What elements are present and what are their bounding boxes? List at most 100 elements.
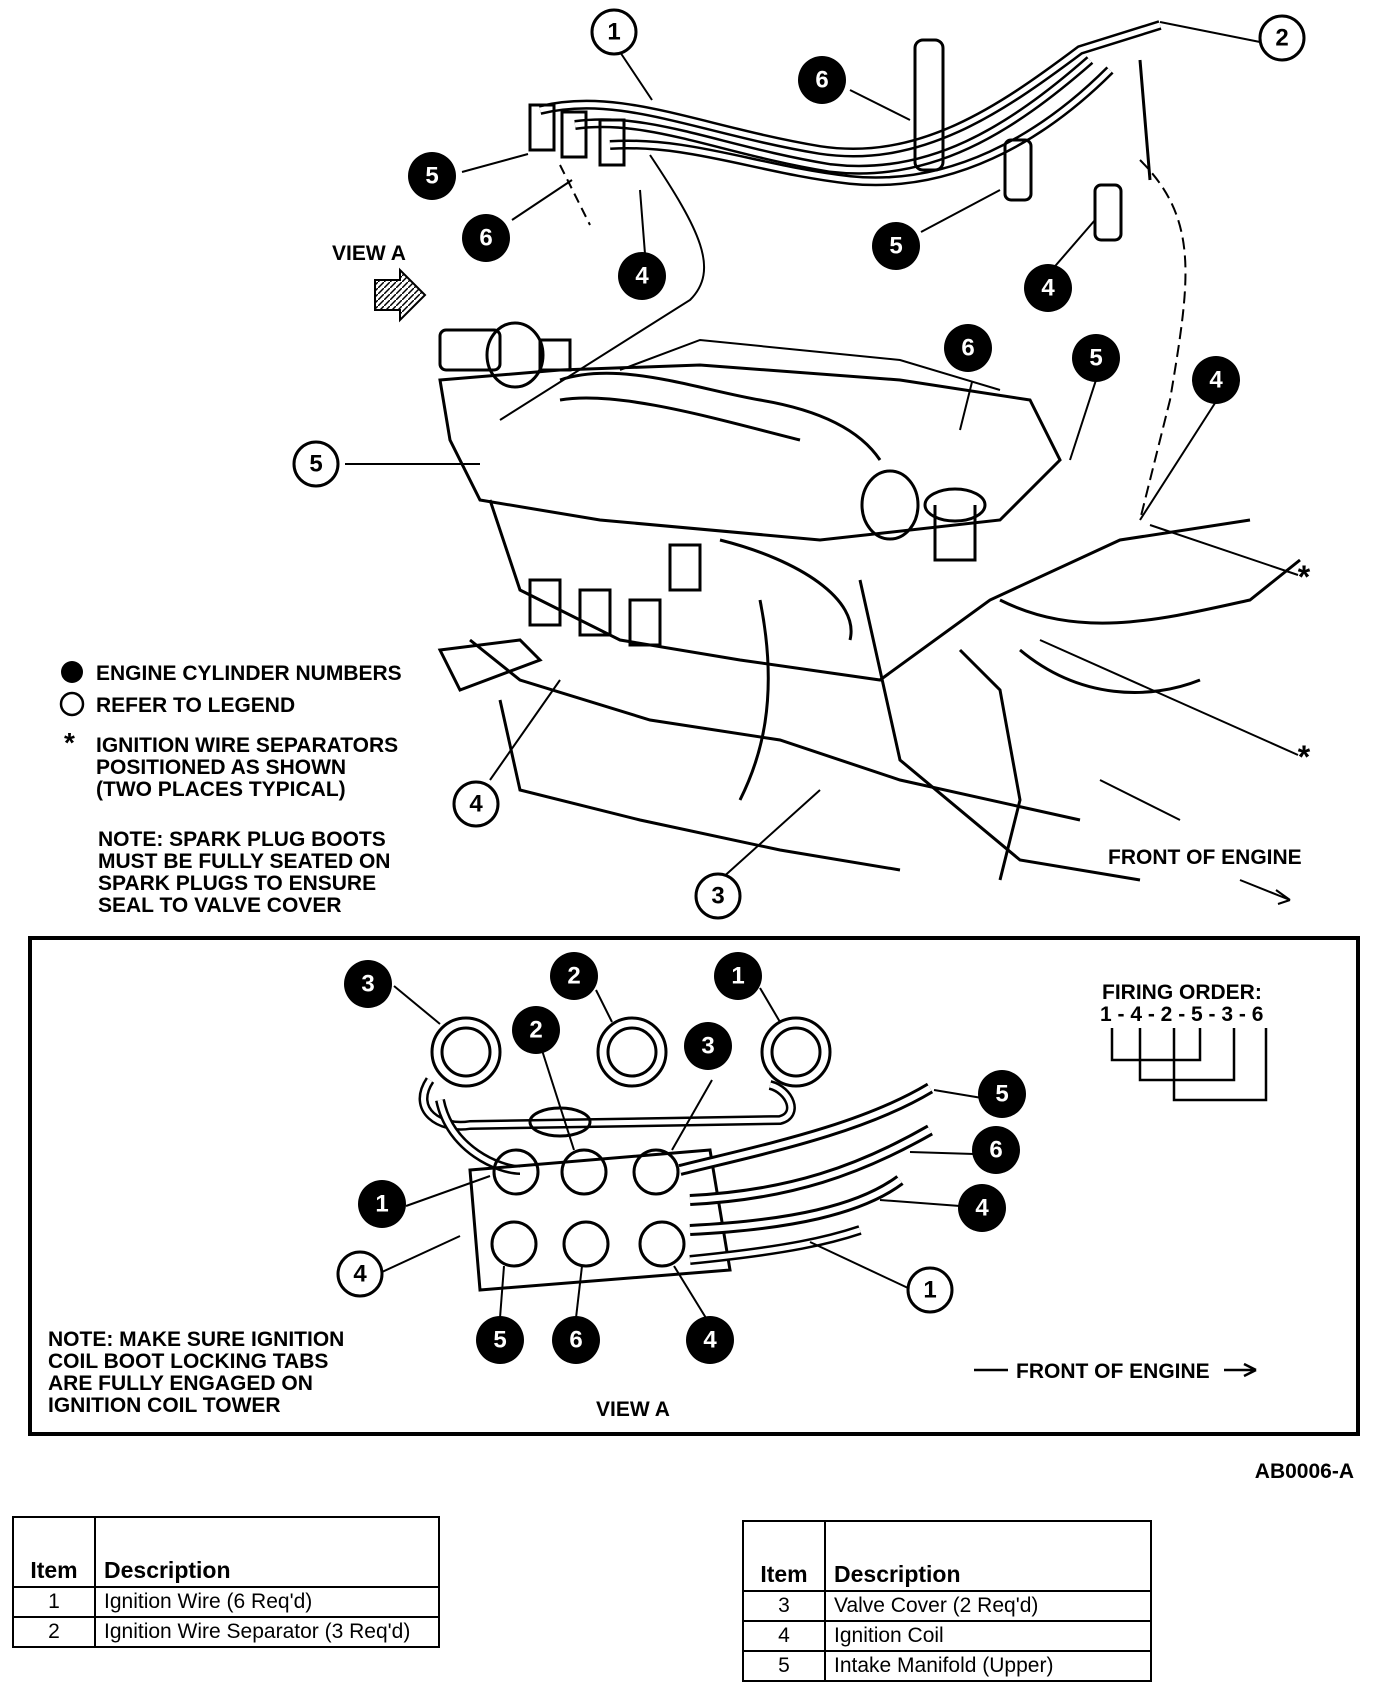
inset-front-of-engine-label: FRONT OF ENGINE [1016, 1360, 1210, 1383]
table-cell-description: Ignition Coil [824, 1620, 1152, 1652]
table-row: 4 Ignition Coil [742, 1620, 1152, 1652]
svg-text:2: 2 [567, 963, 580, 990]
svg-text:4: 4 [353, 1261, 367, 1288]
callout-filled-5-top-left: 5 [408, 152, 456, 200]
svg-text:6: 6 [815, 67, 828, 94]
svg-text:1: 1 [375, 1191, 388, 1218]
svg-text:4: 4 [1209, 367, 1223, 394]
svg-text:1: 1 [731, 963, 744, 990]
svg-text:3: 3 [361, 971, 374, 998]
note-coil-line2: COIL BOOT LOCKING TABS [48, 1350, 328, 1373]
callout-open-2-top: 2 [1258, 14, 1306, 62]
svg-text:6: 6 [989, 1137, 1002, 1164]
firing-order: FIRING ORDER: 1 - 4 - 2 - 5 - 3 - 6 [1100, 981, 1268, 1102]
svg-text:3: 3 [701, 1033, 714, 1060]
note-coil-line1: NOTE: MAKE SURE IGNITION [48, 1328, 344, 1351]
callout-filled-4-top-mid: 4 [1024, 264, 1072, 312]
view-a-caption: VIEW A [596, 1398, 670, 1421]
firing-order-pairing-lines [1110, 1028, 1268, 1102]
note-coil-line4: IGNITION COIL TOWER [48, 1394, 281, 1417]
svg-text:4: 4 [975, 1195, 989, 1222]
open-circle-icon [59, 691, 85, 717]
firing-order-title: FIRING ORDER: [1102, 981, 1262, 1004]
note-coil-line3: ARE FULLY ENGAGED ON [48, 1372, 313, 1395]
svg-text:2: 2 [1275, 25, 1288, 52]
table-cell-item: 2 [12, 1616, 96, 1648]
callout-filled-4-manifold: 4 [1192, 356, 1240, 404]
table-left-header-description: Description [94, 1516, 440, 1588]
svg-text:6: 6 [961, 335, 974, 362]
key-star-line2: POSITIONED AS SHOWN [96, 756, 346, 779]
spark-plug-note: NOTE: SPARK PLUG BOOTS MUST BE FULLY SEA… [98, 828, 390, 917]
callout-filled-6-manifold: 6 [944, 324, 992, 372]
table-row: 5 Intake Manifold (Upper) [742, 1650, 1152, 1682]
symbol-key: ENGINE CYLINDER NUMBERS REFER TO LEGEND … [59, 661, 402, 801]
table-cell-item: 1 [12, 1586, 96, 1618]
svg-text:3: 3 [711, 883, 724, 910]
inset-callout-3-mid: 3 [684, 1022, 732, 1070]
key-filled-label: ENGINE CYLINDER NUMBERS [96, 662, 402, 685]
callout-filled-6-top-left: 6 [462, 214, 510, 262]
svg-text:5: 5 [889, 233, 902, 260]
filled-circle-icon [61, 661, 83, 683]
svg-text:5: 5 [309, 451, 322, 478]
key-star-symbol: * [64, 727, 75, 758]
table-cell-item: 4 [742, 1620, 826, 1652]
front-of-engine-label: FRONT OF ENGINE [1108, 846, 1302, 869]
leader-lines [345, 21, 1299, 881]
note-spark-line3: SPARK PLUGS TO ENSURE [98, 872, 376, 895]
svg-text:2: 2 [529, 1017, 542, 1044]
inset-callout-6-right: 6 [972, 1126, 1020, 1174]
table-cell-description: Valve Cover (2 Req'd) [824, 1590, 1152, 1622]
figure-id: AB0006-A [1255, 1460, 1354, 1483]
svg-text:4: 4 [703, 1327, 717, 1354]
callout-filled-6-top: 6 [798, 56, 846, 104]
separator-star-2: * [1298, 739, 1311, 775]
table-cell-description: Ignition Wire (6 Req'd) [94, 1586, 440, 1618]
inset-callout-4-right: 4 [958, 1184, 1006, 1232]
key-star-line1: IGNITION WIRE SEPARATORS [96, 734, 398, 757]
svg-text:5: 5 [995, 1081, 1008, 1108]
separator-star-1: * [1298, 559, 1311, 595]
inset-callout-1-left: 1 [358, 1180, 406, 1228]
inset-front-arrow-icon [1224, 1362, 1257, 1378]
front-arrow-icon [1239, 879, 1291, 905]
view-a-inset-frame [28, 936, 1360, 1436]
note-spark-line1: NOTE: SPARK PLUG BOOTS [98, 828, 386, 851]
inset-callout-2-mid: 2 [512, 1006, 560, 1054]
table-row: 3 Valve Cover (2 Req'd) [742, 1590, 1152, 1622]
legend-table-left: Item Description 1 Ignition Wire (6 Req'… [12, 1516, 440, 1648]
callout-filled-5-top-mid: 5 [872, 222, 920, 270]
callout-open-5-manifold: 5 [292, 440, 340, 488]
table-cell-description: Ignition Wire Separator (3 Req'd) [94, 1616, 440, 1648]
svg-text:1: 1 [923, 1277, 936, 1304]
note-spark-line2: MUST BE FULLY SEATED ON [98, 850, 390, 873]
table-right-header-item: Item [742, 1520, 826, 1592]
table-row: 1 Ignition Wire (6 Req'd) [12, 1586, 440, 1618]
table-cell-item: 3 [742, 1590, 826, 1622]
inset-leader-lines [381, 985, 983, 1319]
legend-table-right: Item Description 3 Valve Cover (2 Req'd)… [742, 1520, 1152, 1682]
inset-callout-2-top: 2 [550, 952, 598, 1000]
svg-text:5: 5 [425, 163, 438, 190]
firing-order-sequence: 1 - 4 - 2 - 5 - 3 - 6 [1100, 1003, 1263, 1026]
note-spark-line4: SEAL TO VALVE COVER [98, 894, 342, 917]
svg-text:1: 1 [607, 19, 620, 46]
table-left-header-item: Item [12, 1516, 96, 1588]
view-a-label: VIEW A [332, 242, 406, 265]
svg-text:6: 6 [479, 225, 492, 252]
inset-callout-3-top: 3 [344, 960, 392, 1008]
inset-callout-5-bottom: 5 [476, 1316, 524, 1364]
callout-open-3-valve-cover: 3 [694, 872, 742, 920]
inset-callout-open-4-left: 4 [336, 1250, 384, 1298]
inset-callout-6-bottom: 6 [552, 1316, 600, 1364]
inset-callout-1-top: 1 [714, 952, 762, 1000]
key-star-line3: (TWO PLACES TYPICAL) [96, 778, 346, 801]
inset-callout-open-1-right: 1 [906, 1266, 954, 1314]
engine-drawing [374, 20, 1301, 882]
svg-text:4: 4 [469, 791, 483, 818]
table-row: 2 Ignition Wire Separator (3 Req'd) [12, 1616, 440, 1648]
callout-open-4-coil: 4 [452, 780, 500, 828]
svg-text:6: 6 [569, 1327, 582, 1354]
svg-text:4: 4 [635, 263, 649, 290]
